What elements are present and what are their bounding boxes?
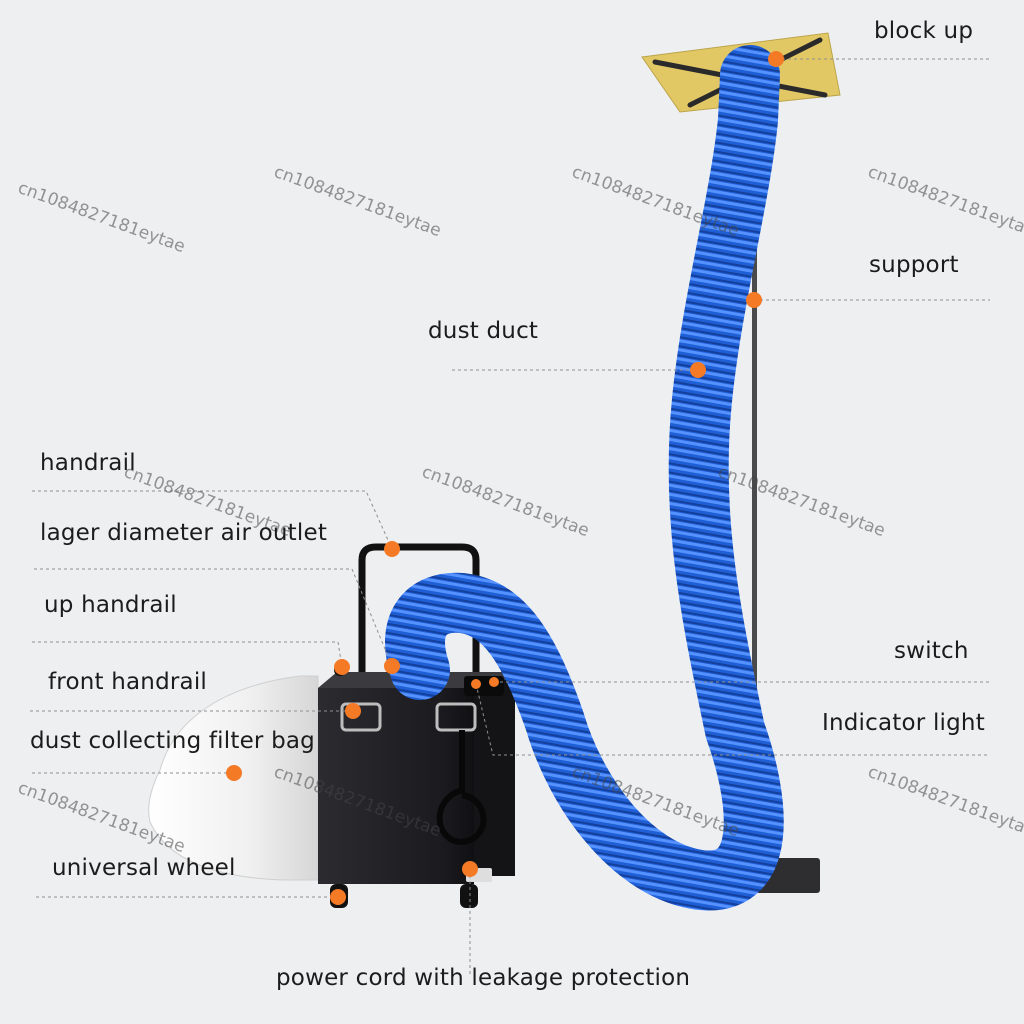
label-universal-wheel: universal wheel: [52, 855, 236, 881]
marker-block-up: [768, 51, 784, 67]
label-up-handrail: up handrail: [44, 592, 177, 618]
leader-lines: [30, 58, 990, 975]
cabinet-front: [318, 688, 474, 884]
marker-handrail: [384, 541, 400, 557]
marker-support: [746, 292, 762, 308]
marker-power-cord: [462, 861, 478, 877]
marker-up-handrail: [334, 659, 350, 675]
front-handle-right: [435, 702, 477, 732]
marker-front-handrail: [345, 703, 361, 719]
label-handrail: handrail: [40, 450, 136, 476]
support-pole: [752, 180, 757, 870]
wheels: [330, 884, 478, 908]
marker-dust-duct: [690, 362, 706, 378]
marker-air-outlet: [384, 658, 400, 674]
label-switch: switch: [894, 638, 969, 664]
label-air-outlet: lager diameter air outlet: [40, 520, 328, 546]
marker-universal-wheel: [330, 889, 346, 905]
label-front-handrail: front handrail: [48, 669, 208, 695]
label-support: support: [869, 252, 959, 278]
label-dust-duct: dust duct: [428, 318, 539, 344]
cabinet-side: [474, 680, 515, 876]
marker-switch: [489, 677, 499, 687]
callout-markers: [226, 51, 784, 905]
front-handle-left: [340, 702, 382, 732]
label-power-cord: power cord with leakage protection: [276, 965, 691, 991]
marker-filter-bag: [226, 765, 242, 781]
handle-frame: [358, 543, 480, 692]
label-indicator-light: Indicator light: [822, 710, 985, 736]
marker-indicator-light: [471, 679, 481, 689]
label-block-up: block up: [874, 18, 974, 44]
label-filter-bag: dust collecting filter bag: [30, 728, 315, 754]
power-cord: [436, 730, 487, 846]
